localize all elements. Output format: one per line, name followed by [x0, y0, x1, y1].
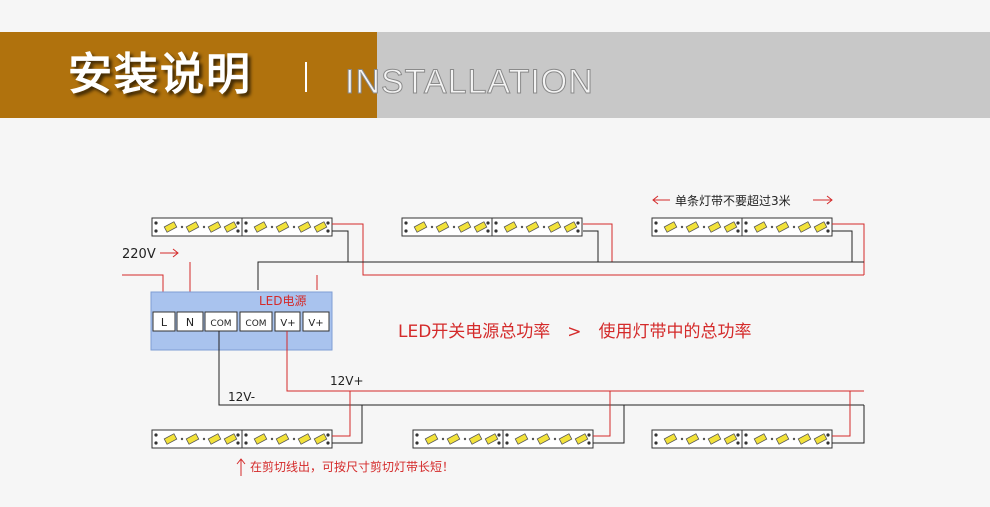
- power-supply-label: LED电源: [259, 294, 307, 308]
- top-wires-negative: [257, 230, 864, 290]
- led-strip-bottom-1: [152, 430, 332, 448]
- terminal-com-2: COM: [245, 319, 266, 329]
- terminal-com-1: COM: [210, 319, 231, 329]
- double-arrow-icon: [652, 195, 833, 205]
- power-rule-note: LED开关电源总功率 > 使用灯带中的总功率: [398, 321, 752, 342]
- power-supply: LED电源 L N COM COM V+ V+: [150, 291, 333, 351]
- top-wires-positive: [316, 223, 865, 290]
- title-divider: [305, 62, 307, 92]
- terminal-vplus-2: V+: [308, 318, 323, 329]
- led-strip-top-1: [152, 218, 332, 236]
- max-length-note: 单条灯带不要超过3米: [675, 193, 791, 208]
- terminal-vplus-1: V+: [280, 318, 295, 329]
- terminal-n: N: [186, 316, 194, 329]
- header-title-block: 安装说明: [0, 32, 377, 118]
- led-strip-top-2: [402, 218, 582, 236]
- led-strip-bottom-2: [413, 430, 593, 448]
- header-banner: 安装说明 INSTALLATION: [0, 32, 990, 118]
- led-strip-bottom-3: [652, 430, 832, 448]
- up-arrow-icon: [236, 458, 246, 476]
- cut-line-note: 在剪切线出，可按尺寸剪切灯带长短！: [250, 459, 454, 474]
- page-title: 安装说明: [68, 49, 252, 100]
- vminus-label: 12V-: [228, 390, 255, 404]
- terminal-l: L: [161, 316, 168, 329]
- input-arrow-icon: [160, 248, 179, 258]
- vplus-label: 12V+: [330, 374, 364, 388]
- input-voltage-label: 220V: [122, 247, 156, 262]
- led-strip-top-3: [652, 218, 832, 236]
- bottom-wires-negative: [218, 331, 865, 444]
- bottom-wires-positive: [286, 331, 864, 437]
- page-subtitle: INSTALLATION: [345, 63, 594, 102]
